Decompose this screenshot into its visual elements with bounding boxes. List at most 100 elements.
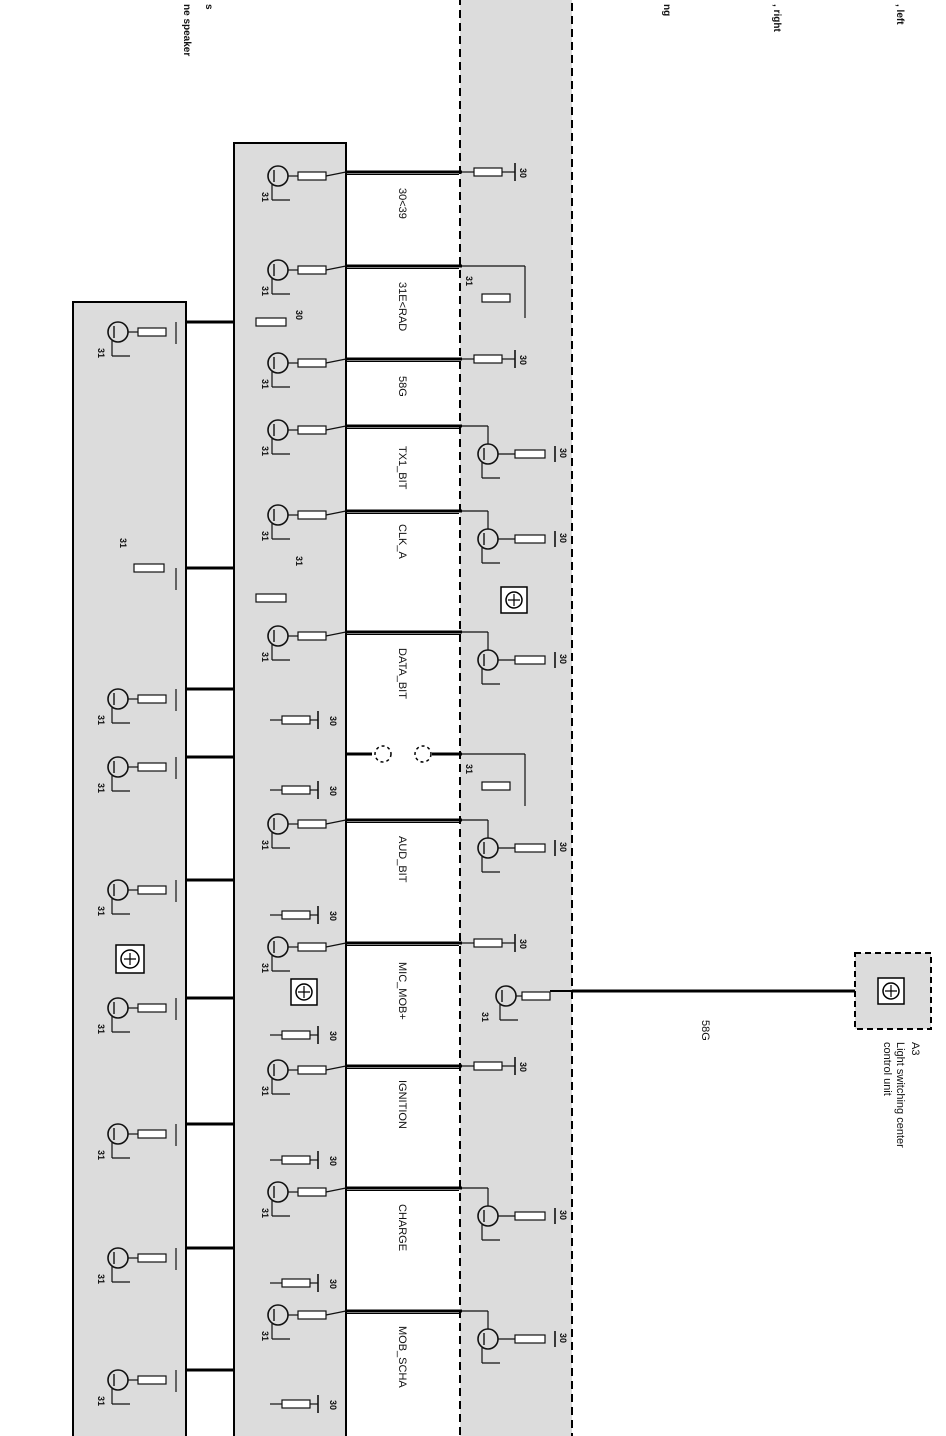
external-unit-name-line2: control unit [881,1042,893,1096]
right-supply: 30 [462,1057,528,1075]
external-unit-id: A3 [909,1042,921,1055]
header-fragment-right-1: , right [771,4,782,32]
signal-label: IGNITION [396,1080,408,1129]
pin-label-31: 31 [464,764,474,774]
center-supply: 30 [270,711,338,729]
pin-label: 31 [96,1024,106,1034]
signal-divider-4 [347,513,459,514]
center-link-resistor [255,593,287,603]
center-stub [325,819,347,825]
signal-divider-1 [347,268,459,269]
network-module-icon-left [115,944,145,974]
pin-label: 31 [260,963,270,973]
signal-label: DATA_BIT [396,648,408,699]
center-transistor: 31 [260,352,327,389]
left-transistor: 31 [96,1123,167,1160]
center-transistor: 31 [260,419,327,456]
center-transistor: 31 [260,936,327,973]
pin-label-30: 30 [558,1210,568,1220]
left-ground-resistor [133,563,165,573]
right-transistor [477,649,546,685]
network-module-icon-right [500,586,528,614]
right-transistor [477,837,546,873]
right-supply: 30 [462,934,528,952]
pin-label-30: 30 [558,654,568,664]
center-transistor: 31 [260,504,327,541]
network-module-icon-center [290,978,318,1006]
center-stub [325,265,347,271]
open-connection-marker [346,745,462,763]
signal-divider-2 [347,361,459,362]
signal-label: TX1_BIT [396,446,408,490]
signal-divider-7 [347,945,459,946]
light-switching-unit-icon [877,977,905,1005]
pin-label: 31 [96,1396,106,1406]
pin-label: 31 [260,531,270,541]
center-transistor: 31 [260,1059,327,1096]
wires-layer [175,0,572,1436]
pin-label-31: 31 [464,276,474,286]
right-transistor [477,1328,546,1364]
module-left [72,301,187,1436]
pin-label-30: 30 [518,1062,528,1072]
signal-divider-5 [347,634,459,635]
pin-label: 31 [96,715,106,725]
pin-label-30: 30 [328,1156,338,1166]
header-fragment-left-0: s [203,4,214,10]
pin-label-30: 30 [558,448,568,458]
module-right-dashed [459,0,573,1436]
pin-label: 31 [96,1150,106,1160]
pin-label-30: 30 [328,911,338,921]
signal-labels-layer: 30<3931E<RAD58GTX1_BITCLK_ADATA_BITAUD_B… [118,188,568,1388]
external-unit-name-line1: Light switching center [894,1042,906,1148]
signal-label: MIC_MOB+ [396,962,408,1020]
center-stub [325,942,347,948]
pin-label: 31 [96,1274,106,1284]
signal-channel [347,0,459,1436]
center-stub [325,1065,347,1071]
left-transistor: 31 [96,756,167,793]
pin-label-30: 30 [294,310,304,320]
center-transistor: 31 [260,1304,327,1341]
right-transistor [477,443,546,479]
signal-label: 31E<RAD [396,282,408,331]
signal-divider-8 [347,1068,459,1069]
signal-divider-9 [347,1190,459,1191]
pin-label-30: 30 [558,533,568,543]
center-stub [325,1187,347,1193]
center-stub [325,358,347,364]
left-transistor: 31 [96,997,167,1034]
signal-divider-0 [347,174,459,175]
pin-label-30: 30 [518,939,528,949]
right-transistor-58g: 31 [480,985,551,1022]
signal-label: AUD_BIT [396,836,408,883]
pin-label: 31 [260,379,270,389]
right-transistor [477,528,546,564]
left-transistor: 31 [96,321,167,358]
center-stub [325,425,347,431]
pin-label-30: 31 [294,556,304,566]
pin-label: 31 [260,1086,270,1096]
signal-label: 58G [396,376,408,397]
center-transistor: 31 [260,1181,327,1218]
left-transistor: 31 [96,1369,167,1406]
signal-label: MOB_SCHA [396,1326,408,1388]
right-supply: 30 [462,163,528,181]
signal-divider-10 [347,1313,459,1314]
pin-label: 31 [260,286,270,296]
center-transistor: 31 [260,625,327,662]
left-transistor: 31 [96,1247,167,1284]
pin-label-30: 30 [328,716,338,726]
left-transistor: 31 [96,688,167,725]
right-ground-resistor [481,781,511,791]
center-supply: 30 [270,781,338,799]
components-layer: 31 31 31 31 31 31 31 31 31 31 31 30 30 30 30 31 30 30 30 30… [96,163,551,1413]
pin-label: 31 [96,906,106,916]
pin-label-30: 30 [518,168,528,178]
signal-divider-6 [347,822,459,823]
center-transistor: 31 [260,259,327,296]
header-fragment-right-2: , left [894,4,905,25]
pin-label: 31 [260,192,270,202]
center-stub [325,1310,347,1316]
